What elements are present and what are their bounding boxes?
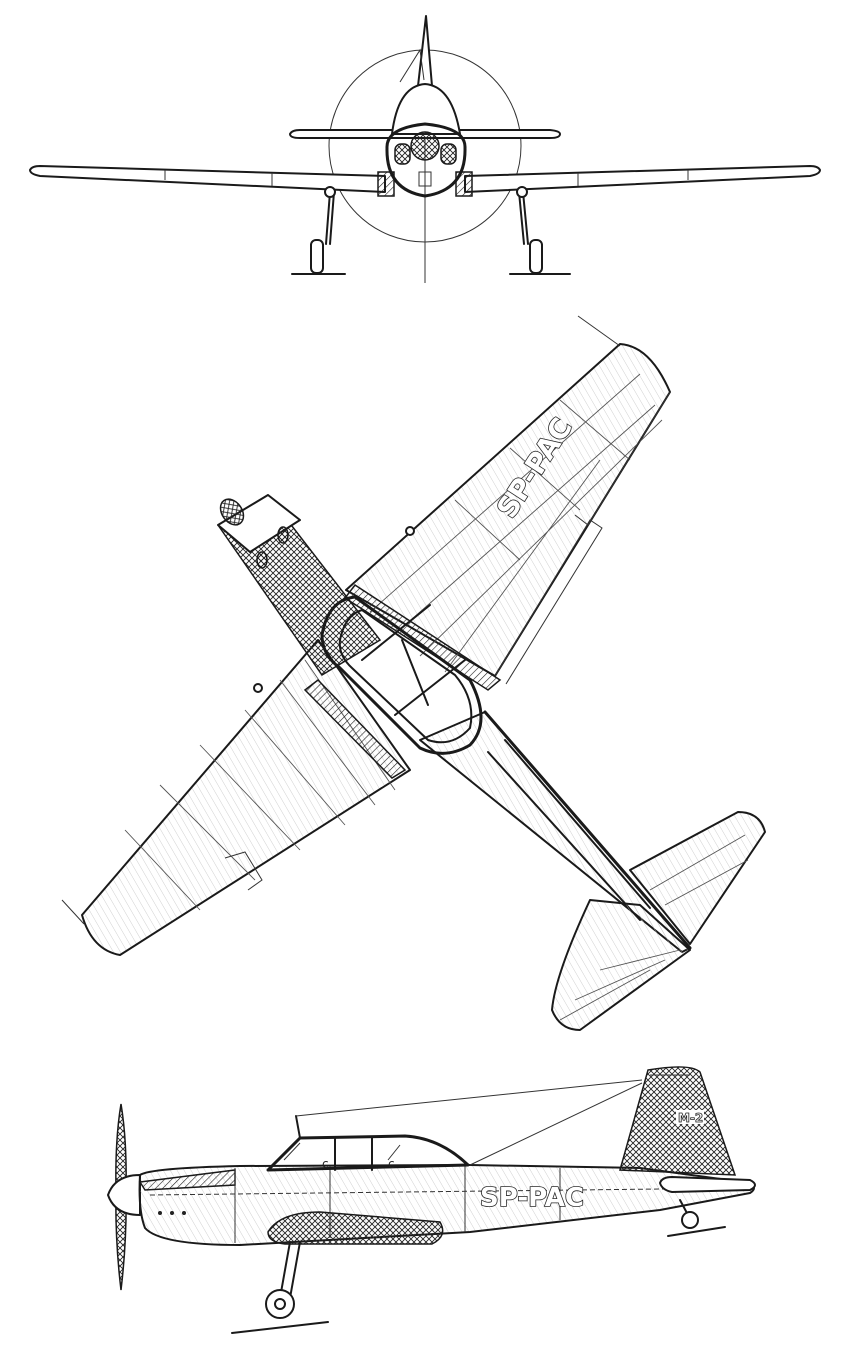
left-wheel-front	[310, 239, 324, 274]
ground-line-main	[231, 1321, 329, 1334]
front-view	[29, 15, 821, 283]
spinner-side	[107, 1174, 141, 1216]
top-view: SP-PAC	[61, 315, 766, 1031]
side-view: c c M-2 SP-PAC	[107, 1066, 756, 1334]
antenna-wire	[295, 1079, 643, 1166]
tailplane-side	[659, 1176, 756, 1193]
fin-marking: M-2	[678, 1111, 703, 1125]
tail-wheel-side	[681, 1211, 699, 1229]
svg-text:c: c	[388, 1157, 395, 1171]
upper-wing	[345, 343, 671, 677]
left-gear-leg	[325, 191, 335, 245]
main-gear-side	[279, 1241, 301, 1299]
wing-root-side	[267, 1211, 444, 1245]
svg-text:c: c	[322, 1157, 329, 1171]
canopy-front	[391, 83, 461, 135]
spinner-top	[219, 498, 245, 526]
canopy-side	[266, 1134, 470, 1172]
lower-wing	[81, 639, 411, 956]
right-gear-leg	[518, 191, 529, 245]
fuselage-front	[385, 122, 467, 198]
registration-side: SP-PAC	[480, 1183, 584, 1213]
spinner-front	[410, 131, 440, 161]
tailplane-top-right	[629, 811, 766, 945]
ground-line-tail	[667, 1226, 726, 1237]
antenna	[577, 315, 621, 347]
right-wheel-front	[529, 239, 543, 274]
canopy-top	[320, 595, 483, 755]
